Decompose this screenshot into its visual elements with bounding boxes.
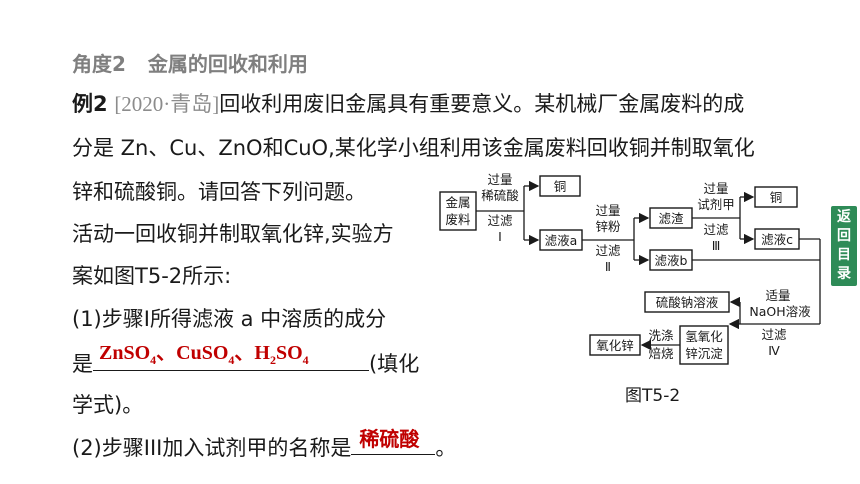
back-to-contents-tab[interactable]: 返 回 目 录 <box>831 206 857 286</box>
label-step3-bot-l1: 过滤 <box>703 222 729 237</box>
question-1-line-1: (1)步骤I所得滤液 a 中溶质的成分 <box>72 307 387 331</box>
label-residue: 滤渣 <box>658 211 684 226</box>
example-intro: 回收利用废旧金属具有重要意义。某机械厂金属废料的成 <box>219 92 745 116</box>
example-source: [2020·青岛] <box>114 92 220 116</box>
label-step1-bot-l2: Ⅰ <box>498 229 502 244</box>
label-step2-bot-l2: Ⅱ <box>605 259 611 274</box>
section-heading: 角度2 金属的回收和利用 <box>72 48 308 77</box>
box-sodium-sulfate <box>644 291 730 313</box>
label-waste-l2: 废料 <box>445 212 471 227</box>
label-step2-bot-l1: 过滤 <box>595 243 621 258</box>
label-step1-top-l1: 过量 <box>487 172 512 187</box>
label-step4-l3: 过滤 <box>761 327 787 342</box>
q1-suffix: (填化 <box>369 352 420 376</box>
label-step4-l1: 适量 <box>765 288 790 303</box>
heading-title: 金属的回收和利用 <box>147 52 308 76</box>
label-step2-top-l2: 锌粉 <box>595 219 621 234</box>
q2-suffix: 。 <box>435 436 457 460</box>
problem-line-1: 例2 [2020·青岛]回收利用废旧金属具有重要意义。某机械厂金属废料的成 <box>72 88 744 118</box>
label-step1-bot-l1: 过滤 <box>487 213 513 228</box>
label-filtrate-c: 滤液c <box>761 232 793 247</box>
label-step5-l1: 洗涤 <box>648 328 673 343</box>
label-step5-l2: 焙烧 <box>648 346 674 361</box>
figure-caption: 图T5-2 <box>625 386 681 406</box>
box-zinc-oxide <box>589 334 641 356</box>
label-zinc-oxide: 氧化锌 <box>596 338 634 353</box>
q2-answer: 稀硫酸 <box>359 427 420 451</box>
label-copper-2: 铜 <box>770 190 783 205</box>
label-step3-top-l1: 过量 <box>703 181 728 196</box>
label-step4-l4: Ⅳ <box>768 343 780 358</box>
label-step2-top-l1: 过量 <box>595 203 620 218</box>
label-step4-l2: NaOH溶液 <box>749 304 811 319</box>
label-filtrate-a: 滤液a <box>545 233 578 248</box>
question-2-line: (2)步骤III加入试剂甲的名称是稀硫酸。 <box>72 427 457 462</box>
q1-answer: ZnSO4、CuSO4、H2SO4 <box>99 342 309 367</box>
problem-line-3: 锌和硫酸铜。请回答下列问题。 <box>72 180 366 204</box>
label-zinc-hydroxide-l1: 氢氧化 <box>685 329 723 344</box>
q1-answer-blank: ZnSO4、CuSO4、H2SO4 <box>93 342 369 371</box>
label-filtrate-b: 滤液b <box>655 253 688 268</box>
box-copper-2 <box>754 186 798 208</box>
problem-line-2: 分是 Zn、Cu、ZnO和CuO,某化学小组利用该金属废料回收铜并制取氧化 <box>72 136 755 160</box>
label-step1-top-l2: 稀硫酸 <box>481 188 519 203</box>
heading-angle: 角度2 <box>72 52 126 76</box>
q2-prefix: (2)步骤III加入试剂甲的名称是 <box>72 436 352 460</box>
problem-line-5: 案如图T5-2所示: <box>72 264 232 288</box>
label-zinc-hydroxide-l2: 锌沉淀 <box>685 346 723 361</box>
label-sodium-sulfate: 硫酸钠溶液 <box>656 295 719 310</box>
question-1-line-3: 学式)。 <box>72 393 144 417</box>
box-copper-1 <box>539 175 581 197</box>
example-label: 例2 <box>72 92 108 116</box>
label-copper-1: 铜 <box>554 179 567 194</box>
problem-line-4: 活动一回收铜并制取氧化锌,实验方 <box>72 222 394 246</box>
q1-prefix: 是 <box>72 352 93 376</box>
label-step3-top-l2: 试剂甲 <box>697 197 735 212</box>
label-waste-l1: 金属 <box>445 195 470 210</box>
q2-answer-blank: 稀硫酸 <box>351 427 436 455</box>
label-step3-bot-l2: Ⅲ <box>712 238 721 253</box>
